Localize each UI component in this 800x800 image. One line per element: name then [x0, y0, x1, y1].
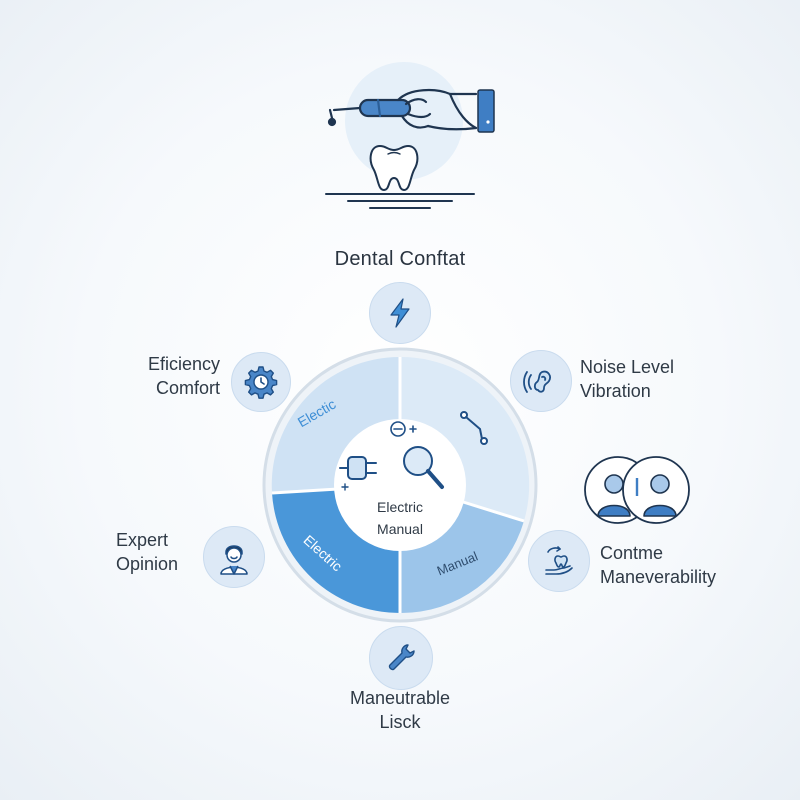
efficiency-line-2: Comfort — [155, 378, 220, 398]
contme-line-1: Contme — [600, 543, 664, 563]
noise-line-2: Vibration — [580, 381, 651, 401]
center-label: Electric Manual — [330, 496, 470, 540]
doctor-icon — [203, 526, 265, 588]
contme-label: Contme Maneverability — [600, 541, 750, 589]
expert-line-1: Expert — [116, 530, 169, 550]
lightning-icon — [369, 282, 431, 344]
plug-icon — [339, 456, 377, 491]
instrument-icon — [460, 411, 488, 445]
wrench-icon — [369, 626, 433, 690]
noise-line-1: Noise Level — [580, 357, 675, 377]
efficiency-label: Eficiency Comfort — [100, 352, 220, 400]
segment-manual — [400, 501, 524, 614]
ear-icon — [510, 350, 572, 412]
maneutrable-label: Maneutrable Lisck — [300, 686, 500, 734]
ring-chart — [262, 347, 538, 623]
segment-electric — [272, 489, 400, 614]
minus-plus-icon — [390, 421, 417, 437]
contme-line-2: Maneverability — [600, 567, 717, 587]
dental-drill-hand-icon — [325, 88, 495, 209]
diagram-title: Dental Conftat — [334, 248, 466, 270]
efficiency-line-1: Eficiency — [147, 354, 220, 374]
maneutrable-line-2: Lisck — [379, 712, 421, 732]
magnifier-icon — [403, 446, 444, 489]
maneutrable-line-1: Maneutrable — [349, 688, 451, 708]
hand-tooth-icon — [528, 530, 590, 592]
expert-line-2: Opinion — [116, 554, 179, 574]
gear-icon — [231, 352, 291, 412]
two-people-icon — [584, 456, 690, 524]
noise-label: Noise Level Vibration — [580, 355, 720, 403]
segment-electic — [271, 356, 400, 493]
expert-label: Expert Opinion — [116, 528, 206, 576]
center-label-line-2: Manual — [377, 521, 423, 537]
segment-top-right — [400, 356, 530, 521]
center-label-line-1: Electric — [377, 499, 423, 515]
